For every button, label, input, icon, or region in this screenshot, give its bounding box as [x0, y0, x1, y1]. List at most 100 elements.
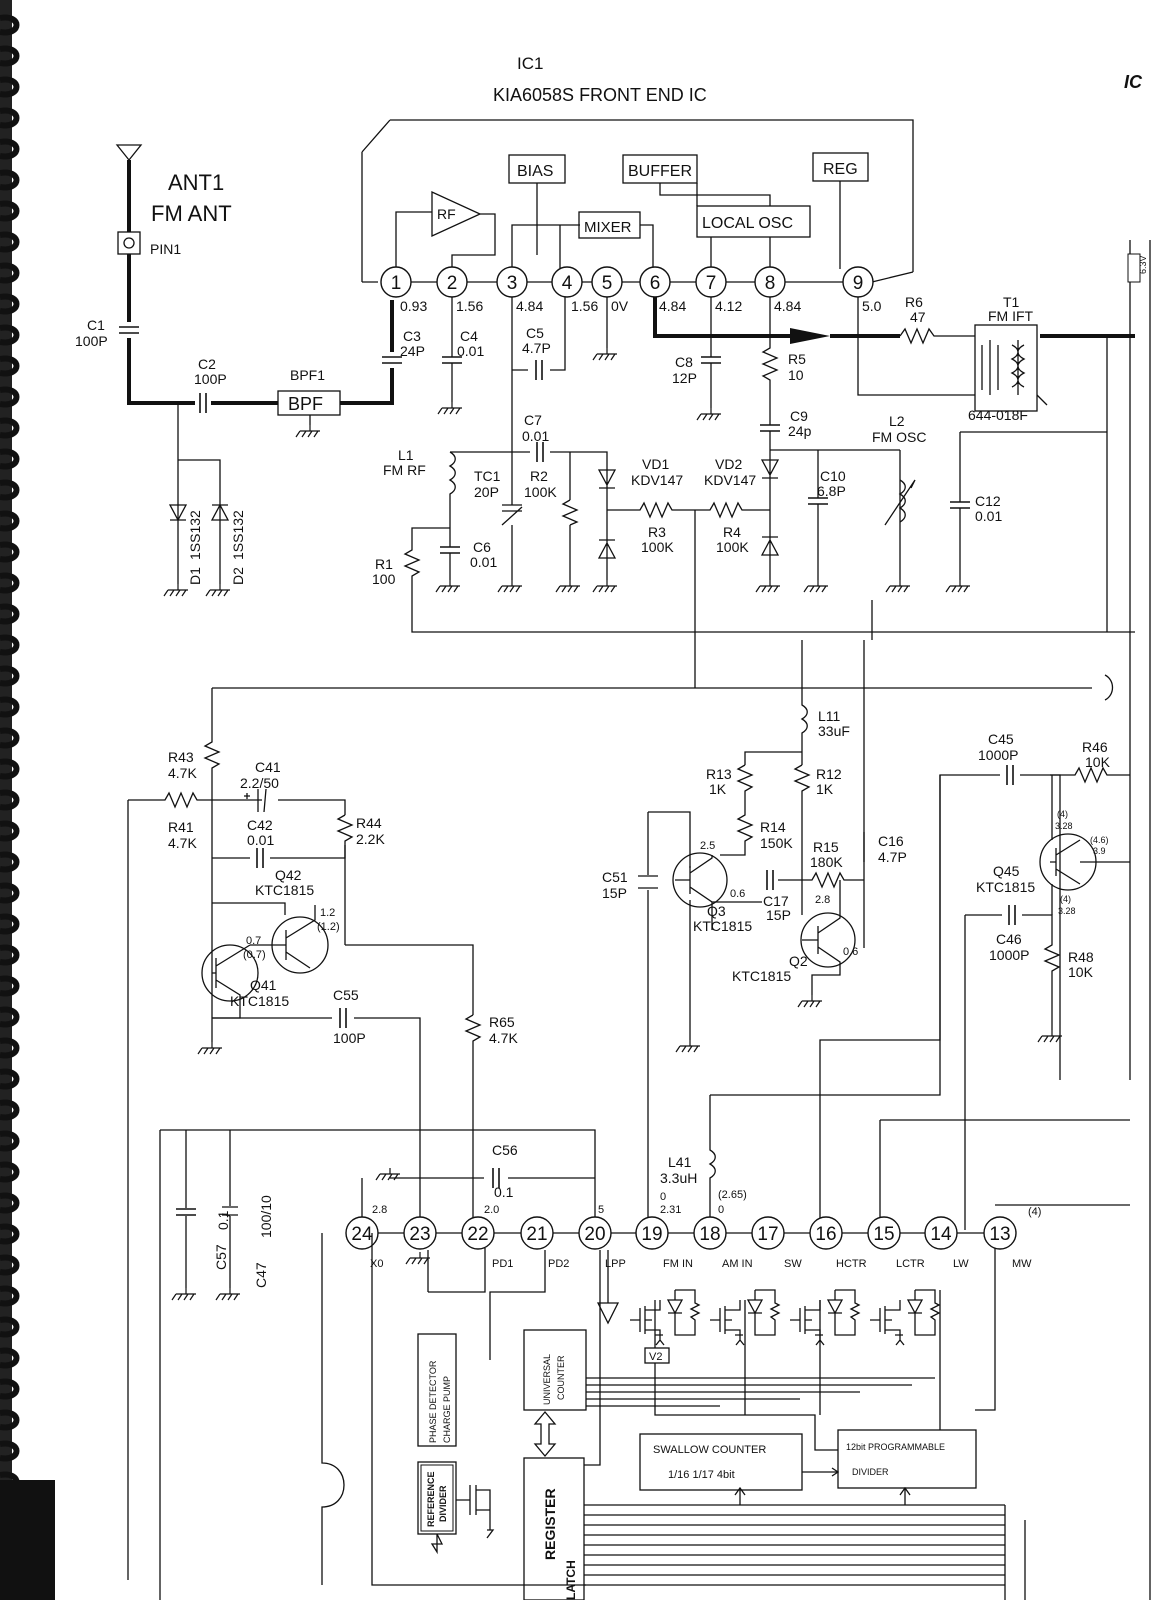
c41-value: 2.2/50: [240, 775, 279, 791]
r12-ref: R12: [816, 766, 842, 782]
spiral-coil: [0, 1254, 20, 1276]
q2-node-voltage: 2.8: [815, 894, 830, 906]
reg-label: REG: [823, 161, 858, 178]
c3-value: 24P: [400, 343, 425, 359]
spiral-coil: [0, 1099, 20, 1121]
pin17-name: SW: [784, 1258, 802, 1270]
q42-base-voltage-alt: (0.7): [243, 949, 266, 961]
spiral-coil: [0, 138, 20, 160]
t1-part: 644-018F: [968, 407, 1028, 423]
d1-ref: D1: [187, 567, 203, 585]
tc1-ref: TC1: [474, 468, 501, 484]
pin13-name: MW: [1012, 1258, 1032, 1270]
spiral-coil: [0, 169, 20, 191]
c42-value: 0.01: [247, 832, 274, 848]
q42-ref: Q42: [275, 867, 302, 883]
spiral-coil: [0, 851, 20, 873]
t1-ref: T1: [1003, 294, 1020, 310]
q42-value: KTC1815: [255, 882, 314, 898]
switch-fet: [870, 1300, 905, 1346]
v2-box: [644, 1347, 670, 1364]
spiral-coil: [0, 107, 20, 129]
r2-value: 100K: [524, 484, 557, 500]
spiral-coil: [0, 1006, 20, 1028]
switch-fet: [790, 1300, 825, 1346]
ant1-label: ANT1: [168, 170, 224, 195]
q42-base-voltage: 0.7: [246, 935, 261, 947]
reg-block: [812, 152, 869, 182]
d1-value: 1SS132: [187, 510, 203, 560]
c17-value: 15P: [766, 907, 791, 923]
c57-ref: C57: [213, 1244, 229, 1270]
r12-value: 1K: [816, 781, 834, 797]
pin20-voltage: 5: [598, 1204, 604, 1216]
ic1-pin-number: 1: [391, 273, 402, 294]
r46-ref: R46: [1082, 739, 1108, 755]
spiral-coil: [0, 14, 20, 36]
q45-v6: 3.28: [1058, 906, 1076, 916]
q45-ref: Q45: [993, 863, 1020, 879]
spiral-coil: [0, 200, 20, 222]
c46-value: 1000P: [989, 947, 1029, 963]
switch-fet: [630, 1300, 665, 1346]
ic1-pin-voltage: 1.56: [571, 298, 598, 314]
rf-label: RF: [437, 206, 456, 222]
c16-value: 4.7P: [878, 849, 907, 865]
ic-designator: IC1: [517, 54, 543, 73]
phase-detector-label: PHASE DETECTOR: [428, 1360, 438, 1443]
spiral-coil: [0, 293, 20, 315]
pin24-name: X0: [370, 1258, 383, 1270]
q42-col-voltage: 1.2: [320, 907, 335, 919]
bottom-supply: [159, 775, 1130, 1600]
ic1-pin-number: 17: [757, 1224, 778, 1245]
c12-value: 0.01: [975, 508, 1002, 524]
spiral-coil: [0, 665, 20, 687]
r44-value: 2.2K: [356, 831, 385, 847]
l2-value: FM OSC: [872, 429, 926, 445]
spiral-coil: [0, 448, 20, 470]
switch-diode: [906, 1289, 941, 1336]
q45-stage: [964, 764, 1130, 1230]
spiral-coil: [0, 479, 20, 501]
tc1-value: 20P: [474, 484, 499, 500]
r13-value: 1K: [709, 781, 727, 797]
buffer-label: BUFFER: [628, 163, 692, 180]
c45-value: 1000P: [978, 747, 1018, 763]
ic1-pin-number: 13: [989, 1224, 1010, 1245]
spiral-coil: [0, 324, 20, 346]
r3-ref: R3: [648, 524, 666, 540]
c1-ref: C1: [87, 317, 105, 333]
r65-ref: R65: [489, 1014, 515, 1030]
r2-ref: R2: [530, 468, 548, 484]
c5-ref: C5: [526, 325, 544, 341]
c56-ref: C56: [492, 1142, 518, 1158]
q45-value: KTC1815: [976, 879, 1035, 895]
q2-q3-stage: [638, 600, 1061, 1240]
register-label: REGISTER: [542, 1488, 558, 1560]
r6-value: 47: [910, 309, 926, 325]
ic1-pin-number: 9: [853, 273, 864, 294]
c55-value: 100P: [333, 1030, 366, 1046]
spiral-coil: [0, 944, 20, 966]
c16-ref: C16: [878, 833, 904, 849]
c7-ref: C7: [524, 412, 542, 428]
spiral-coil: [0, 758, 20, 780]
swallow-label: SWALLOW COUNTER: [653, 1444, 766, 1456]
spiral-coil: [0, 603, 20, 625]
l41-value: 3.3uH: [660, 1170, 697, 1186]
r41-ref: R41: [168, 819, 194, 835]
v2-label: V2: [649, 1351, 662, 1363]
r5-ref: R5: [788, 351, 806, 367]
ic1-pin-number: 18: [699, 1224, 720, 1245]
ic1-pin-number: 22: [467, 1224, 488, 1245]
q45-v1: (4): [1057, 809, 1068, 819]
c47-value: 100/10: [258, 1195, 274, 1238]
switch-diode: [826, 1289, 861, 1336]
switch-diode: [666, 1289, 701, 1336]
l11-value: 33uF: [818, 723, 850, 739]
q3-value: KTC1815: [693, 918, 752, 934]
ic1-pin-voltage: 0V: [611, 298, 629, 314]
pin22-name: PD1: [492, 1258, 513, 1270]
r44-ref: R44: [356, 815, 382, 831]
